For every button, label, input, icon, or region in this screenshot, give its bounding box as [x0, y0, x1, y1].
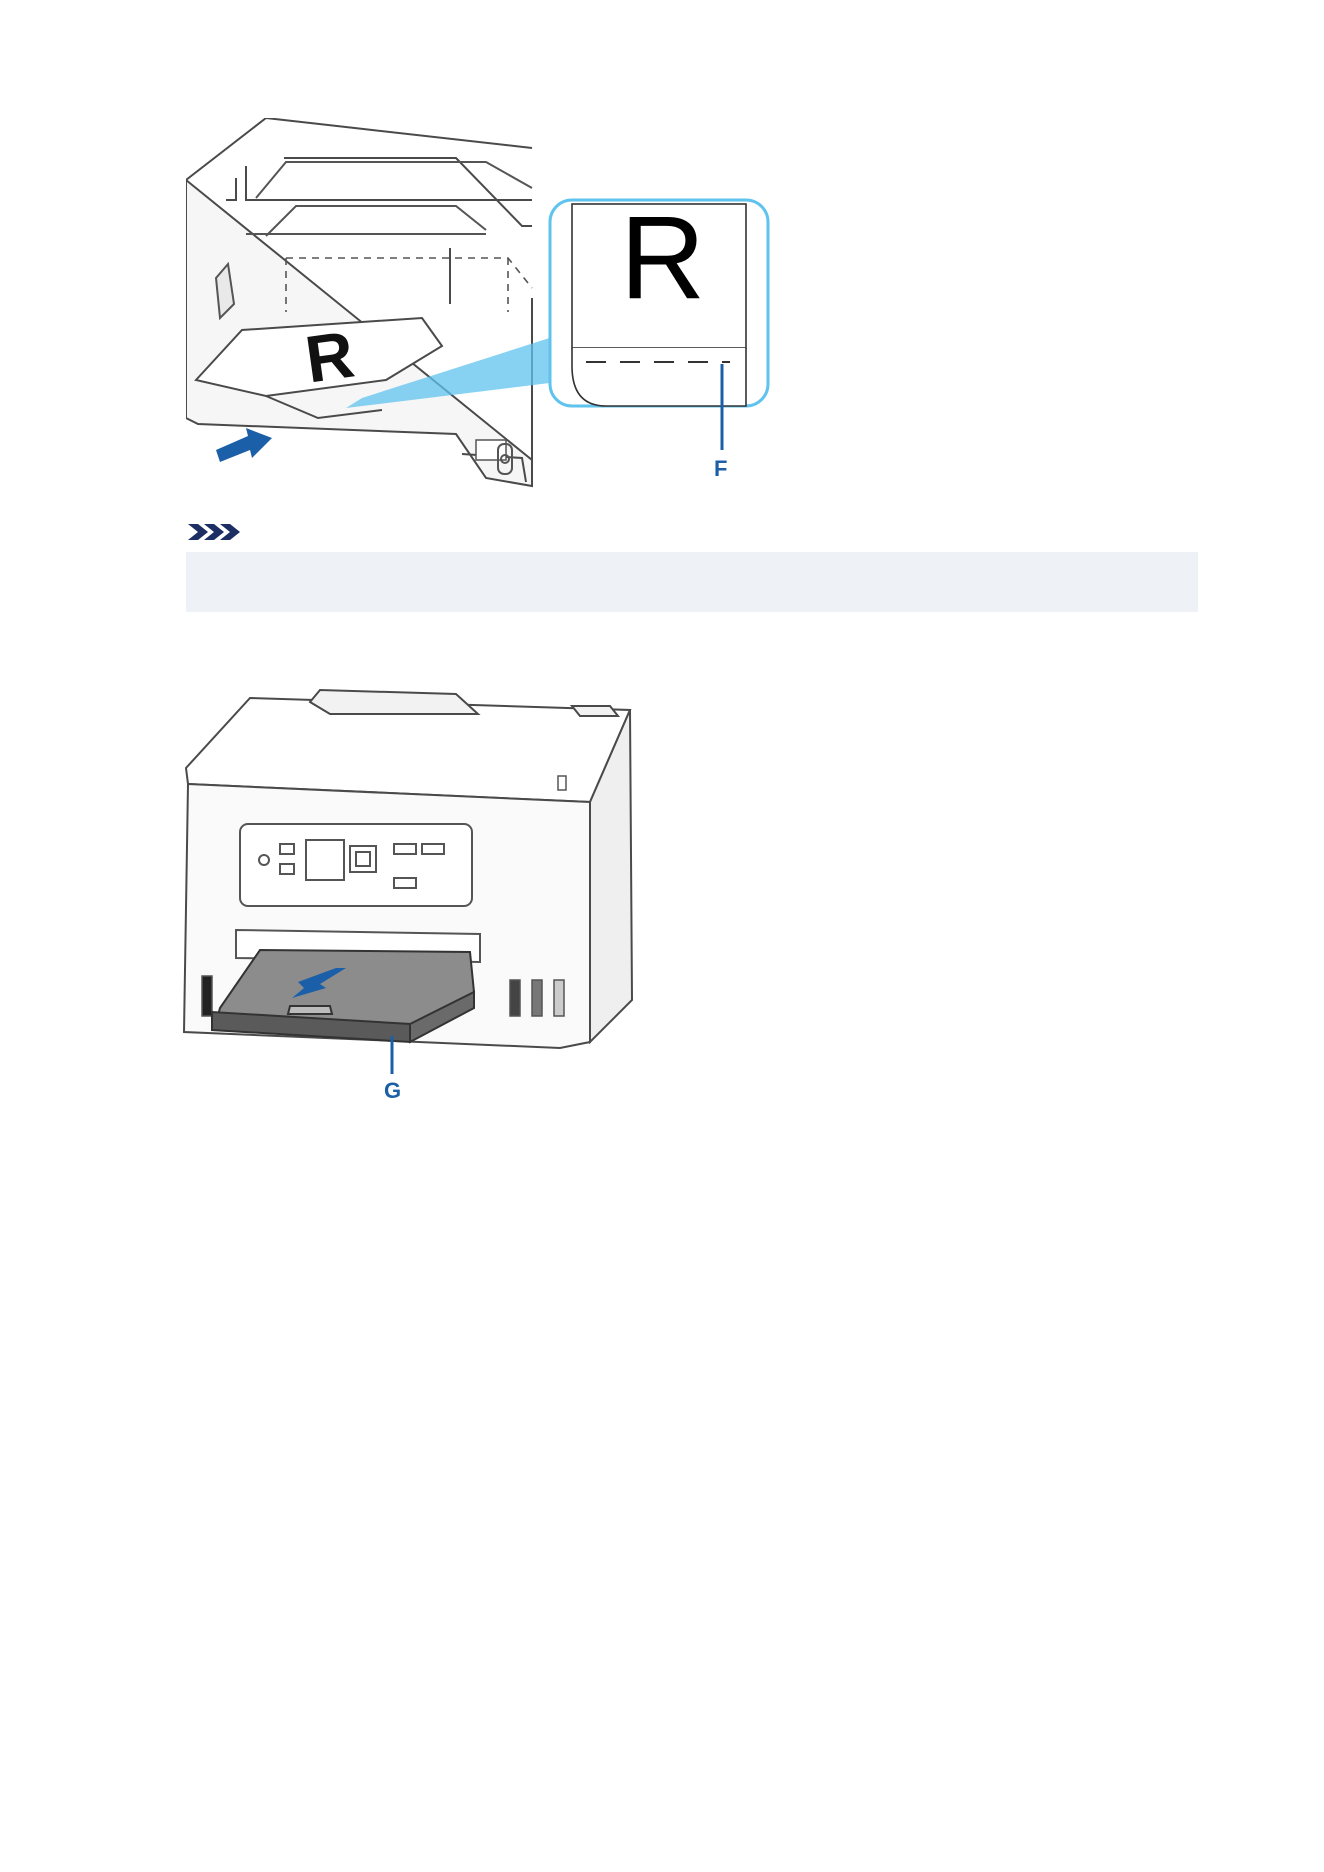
- callout-letter-zoomed: R: [620, 192, 705, 324]
- sample-letter: R: [301, 317, 359, 397]
- zoom-callout: R F: [550, 192, 768, 481]
- callout-label-f: F: [714, 456, 727, 481]
- control-panel: [240, 824, 472, 906]
- paper-insert-illustration: R R F: [186, 118, 774, 488]
- output-tray-illustration: G: [180, 680, 650, 1100]
- printer-body: [186, 118, 532, 486]
- callout-label-g: G: [384, 1078, 401, 1100]
- output-tray: [212, 950, 474, 1042]
- insert-direction-arrow: [216, 428, 272, 462]
- note-chevrons-icon: [186, 522, 242, 542]
- note-box: [186, 552, 1198, 612]
